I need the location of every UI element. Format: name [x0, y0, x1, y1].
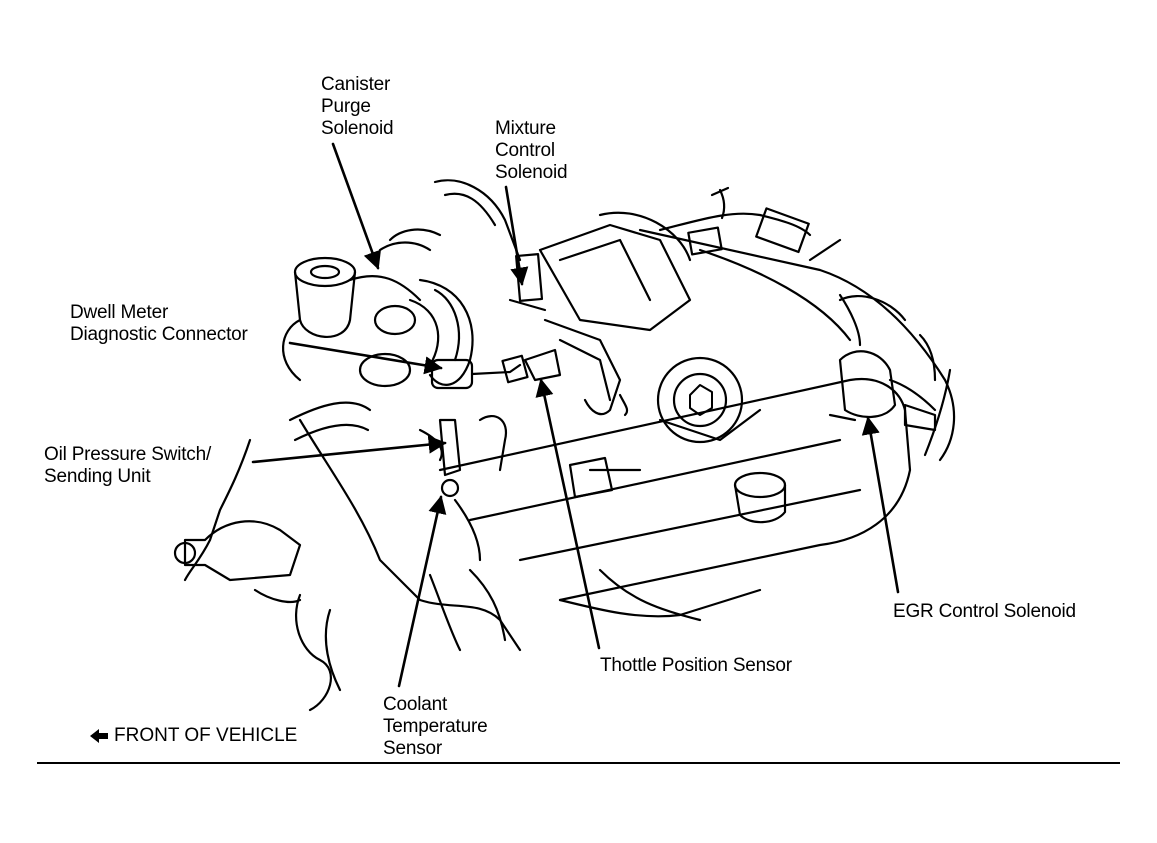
- front-of-vehicle-legend: FRONT OF VEHICLE: [88, 724, 297, 748]
- carburetor-assembly: [173, 179, 952, 692]
- label-egr-control-solenoid: EGR Control Solenoid: [893, 601, 1076, 622]
- leader-mixture: [504, 185, 529, 286]
- leader-throttle: [535, 378, 601, 650]
- leader-dwell: [288, 341, 443, 375]
- leader-oil: [251, 435, 447, 464]
- front-of-vehicle-text: FRONT OF VEHICLE: [114, 725, 298, 746]
- leader-lines: [251, 142, 900, 688]
- leader-canister: [331, 142, 381, 270]
- label-throttle-position-sensor: Thottle Position Sensor: [600, 655, 792, 676]
- label-mixture-control-solenoid: Mixture Control Solenoid: [495, 118, 568, 183]
- label-dwell-meter-connector: Dwell Meter Diagnostic Connector: [70, 302, 248, 345]
- page-divider: [37, 762, 1120, 764]
- leader-coolant: [397, 495, 447, 688]
- label-oil-pressure-switch: Oil Pressure Switch/ Sending Unit: [44, 444, 212, 487]
- label-coolant-temperature-sensor: Coolant Temperature Sensor: [383, 694, 488, 759]
- label-canister-purge-solenoid: Canister Purge Solenoid: [321, 74, 394, 139]
- leader-egr: [861, 416, 900, 594]
- front-arrow-icon: [90, 729, 108, 743]
